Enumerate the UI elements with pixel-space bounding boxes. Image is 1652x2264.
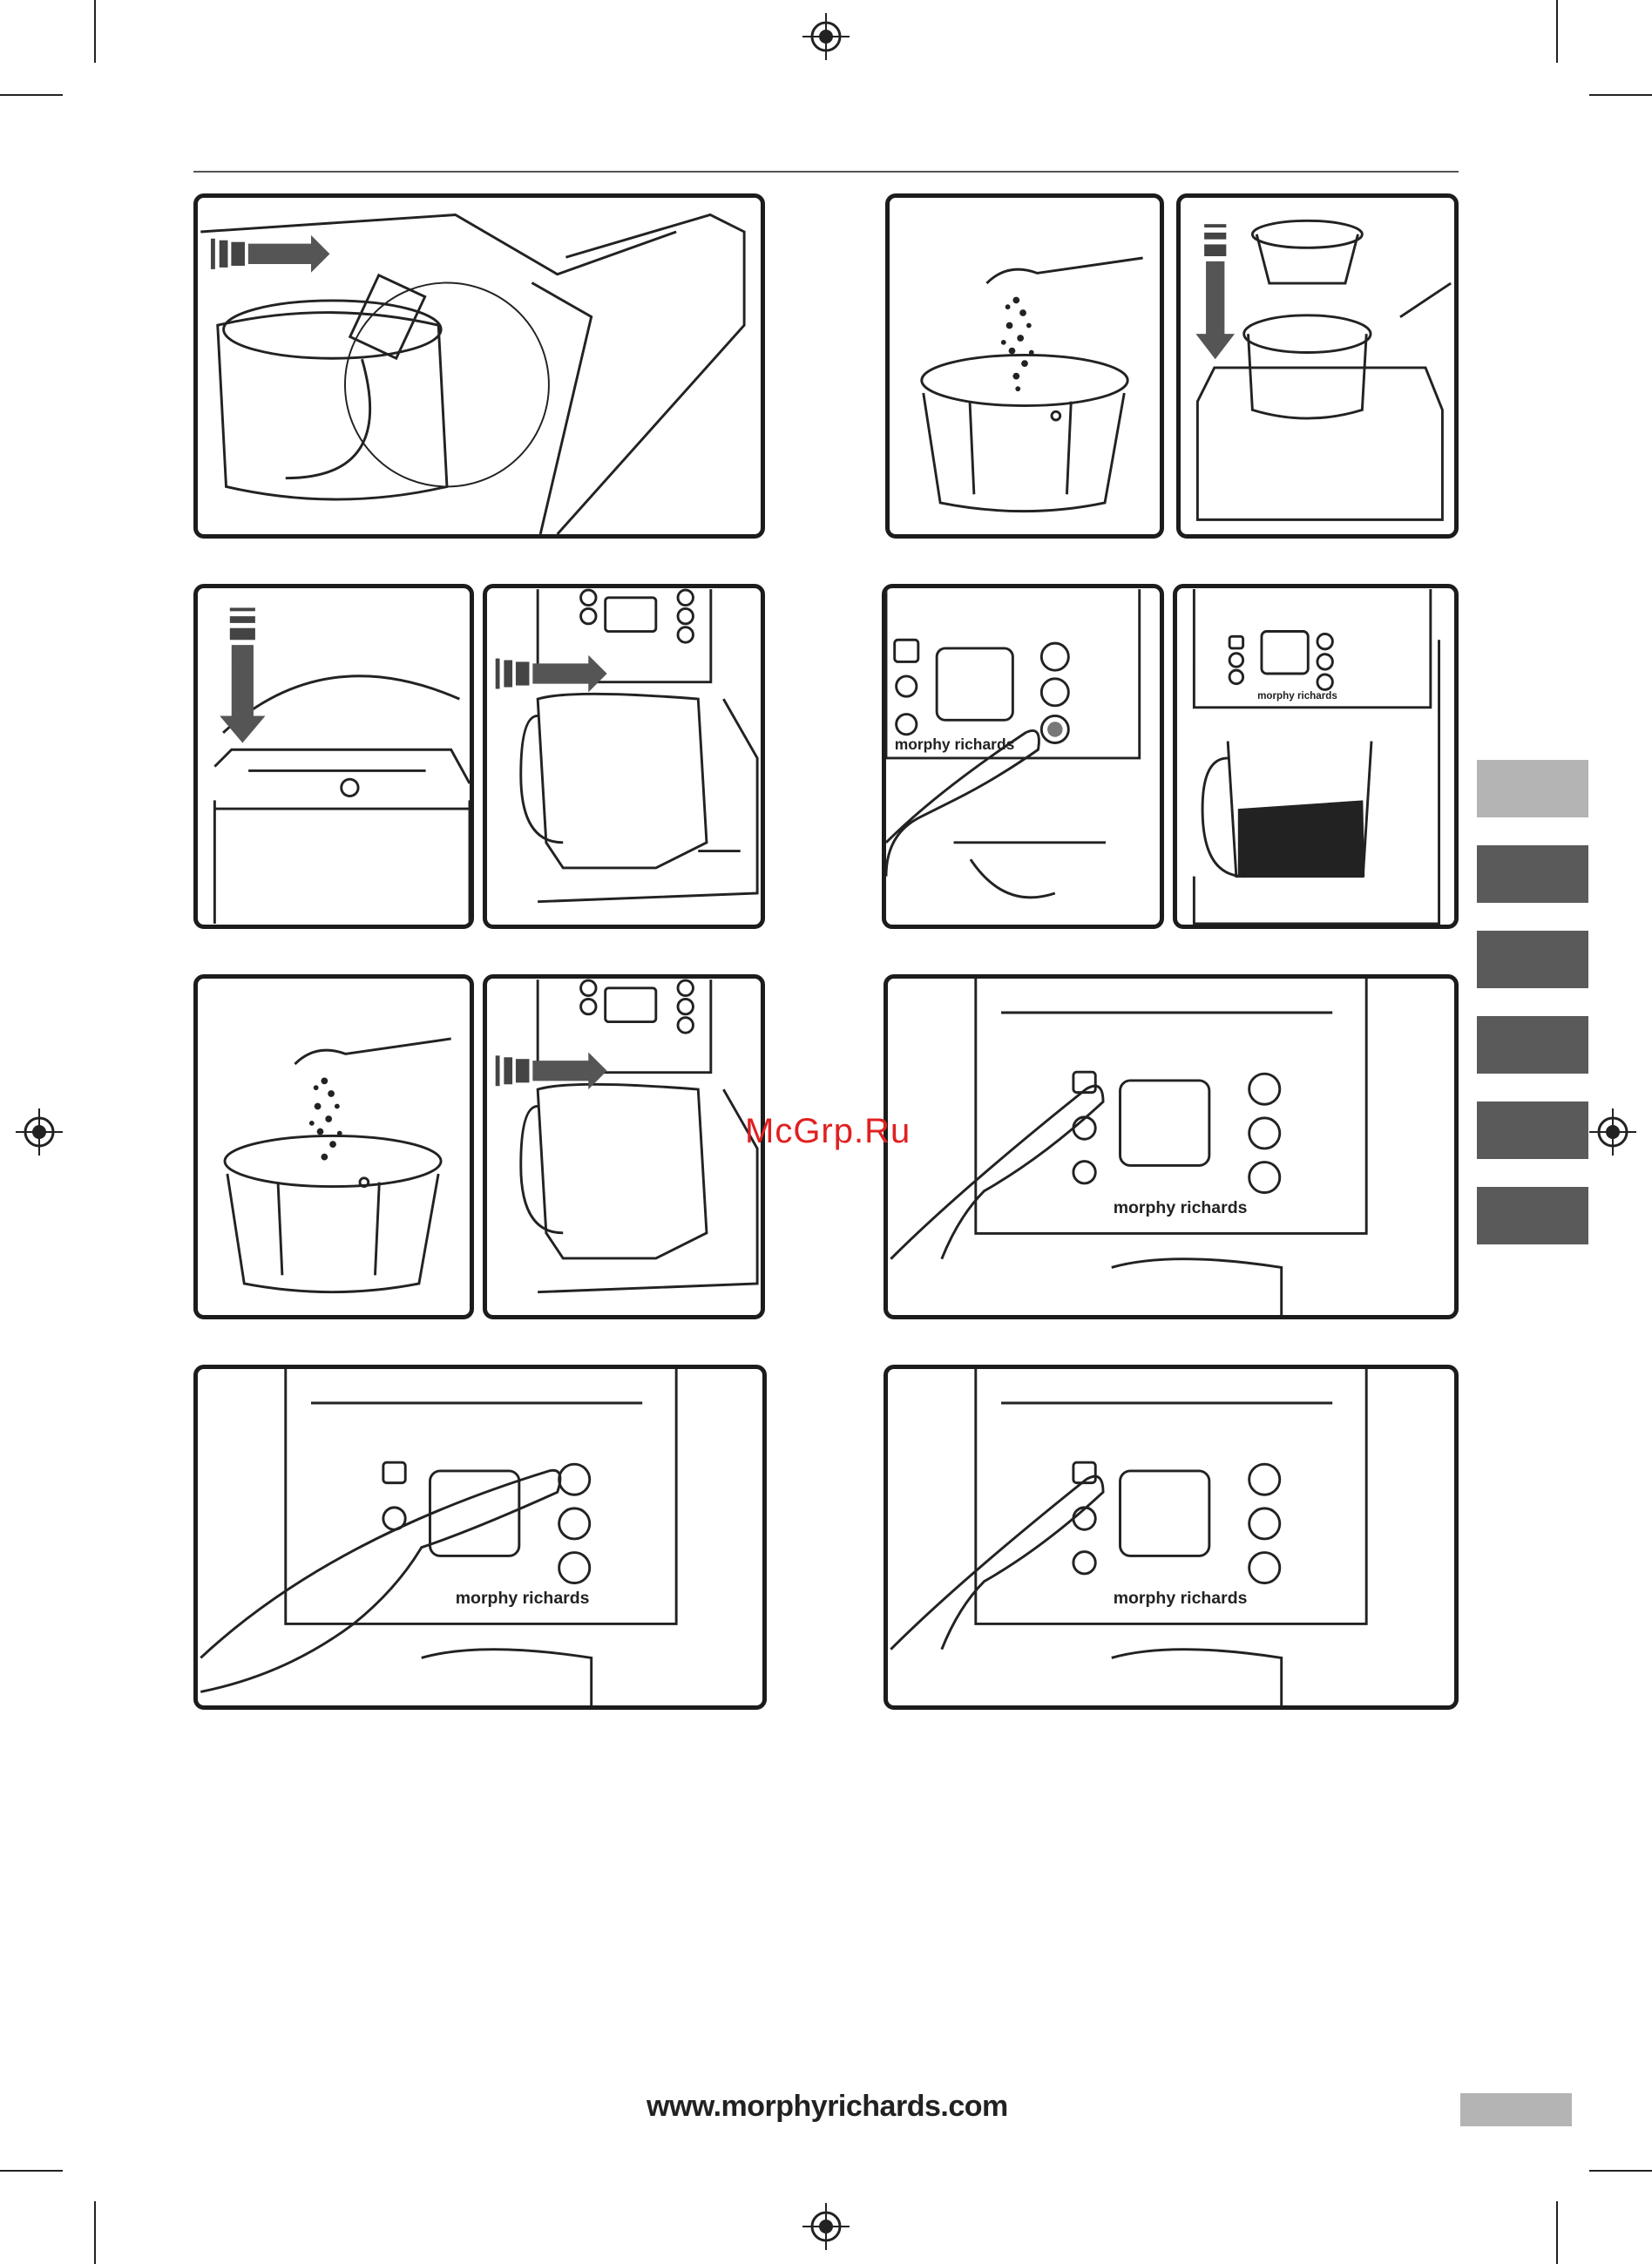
footer-url: www.morphyrichards.com (647, 2090, 1008, 2124)
language-tab (1477, 931, 1588, 988)
crop-mark (0, 94, 63, 96)
registration-mark-icon (802, 13, 850, 60)
carafe-in-machine-drawing (487, 979, 761, 1315)
illustration-press-clock: morphy richards (884, 974, 1459, 1319)
language-tab (1477, 845, 1588, 903)
finger-press-clock-drawing: morphy richards (888, 1369, 1454, 1705)
machine-top-open-drawing (198, 198, 761, 534)
watermark: McGrp.Ru (745, 1112, 911, 1151)
brand-label: morphy richards (456, 1589, 590, 1608)
registration-mark-icon (1589, 1108, 1636, 1156)
arrow-down-icon (220, 607, 265, 742)
scoop-pouring-drawing (890, 198, 1160, 534)
crop-mark (1556, 0, 1558, 63)
carafe-in-machine-drawing (487, 588, 761, 925)
brand-label: morphy richards (1257, 690, 1337, 702)
crop-mark (1589, 94, 1652, 96)
finger-press-up-drawing: morphy richards (198, 1369, 762, 1705)
language-tab (1477, 1187, 1588, 1244)
language-tab (1477, 760, 1588, 817)
crop-mark (0, 2170, 63, 2172)
crop-mark (94, 2201, 96, 2264)
illustration-press-up: morphy richards (193, 1365, 767, 1710)
arrow-right-icon (496, 655, 607, 693)
illustration-place-carafe-2 (483, 974, 765, 1319)
language-tab (1477, 1016, 1588, 1074)
arrow-right-icon (496, 1052, 607, 1089)
basket-into-machine-drawing (1181, 198, 1454, 534)
brand-label: morphy richards (895, 735, 1015, 753)
illustration-insert-basket (1176, 193, 1459, 539)
arrow-down-icon (1195, 224, 1235, 359)
header-rule (193, 171, 1459, 173)
illustration-add-coffee-basket (885, 193, 1164, 539)
carafe-filling-drawing: morphy richards (1177, 588, 1454, 925)
finger-press-power-drawing: morphy richards (886, 588, 1160, 925)
illustration-add-coffee-basket-2 (193, 974, 474, 1319)
brand-label: morphy richards (1114, 1589, 1248, 1608)
crop-mark (1589, 2170, 1652, 2172)
illustration-place-carafe (483, 584, 765, 929)
illustration-open-lid (193, 193, 765, 539)
lid-closing-drawing (198, 588, 470, 925)
arrow-right-icon (211, 235, 329, 273)
registration-mark-icon (802, 2203, 850, 2250)
crop-mark (94, 0, 96, 63)
page-number-tab (1460, 2093, 1572, 2126)
illustration-close-lid (193, 584, 474, 929)
brand-label: morphy richards (1114, 1198, 1248, 1217)
registration-mark-icon (16, 1108, 63, 1156)
scoop-pouring-drawing (198, 979, 470, 1315)
illustration-brewing: morphy richards (1173, 584, 1459, 929)
crop-mark (1556, 2201, 1558, 2264)
illustration-press-power: morphy richards (882, 584, 1164, 929)
illustration-press-clock-2: morphy richards (884, 1365, 1459, 1710)
finger-press-clock-drawing: morphy richards (888, 979, 1454, 1315)
language-tab (1477, 1101, 1588, 1159)
